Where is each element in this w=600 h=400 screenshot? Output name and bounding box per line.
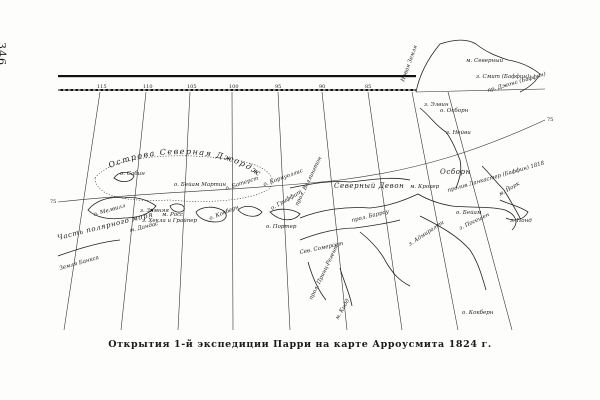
place-label: м. Кидд [335, 298, 352, 321]
parallel-line [57, 119, 546, 203]
bathurst-island-coast [195, 206, 227, 223]
map-caption: Открытия 1-й экспедиции Парри на карте А… [108, 339, 492, 350]
north-devon-north-coast [289, 177, 411, 189]
banks-land-coast [57, 239, 121, 257]
place-label: м. Росс [162, 212, 183, 218]
place-label: м. Крокер [410, 184, 440, 190]
meridian-line [321, 91, 348, 331]
place-label: о. Бейам Мартин [174, 182, 226, 188]
meridian-label: 95 [275, 84, 281, 90]
parallel-label: 75 [50, 199, 56, 205]
north-devon-south-coast [299, 193, 517, 231]
meridian-label: 100 [229, 84, 239, 90]
cape-york-coast [499, 199, 529, 221]
place-label: Новая Земля [400, 44, 419, 83]
greenland-north-coast [415, 39, 541, 93]
region-label-banks-land: Земля Банкса [59, 255, 100, 272]
place-label: з. Элвин [424, 102, 449, 108]
place-label: з. Хекла и Грайпер [142, 218, 198, 224]
meridians [63, 91, 513, 331]
place-label: о. Батерст [225, 176, 260, 192]
place-label: з. Смит (Баффин) [476, 73, 529, 80]
sabine-island-coast [113, 172, 135, 182]
meridian-label: 115 [97, 84, 107, 90]
baffin-bay-east-coast [481, 165, 521, 219]
meridian-label: 90 [319, 84, 325, 90]
meridian-line [231, 91, 234, 331]
baffin-north-coast [419, 215, 487, 291]
north-somerset-coast [359, 231, 411, 287]
map-frame-right-line [415, 88, 546, 93]
place-label: о. Кокберн [462, 309, 494, 316]
place-label: прол. Барроу [351, 209, 390, 224]
place-label: з. Понд [510, 218, 532, 224]
meridian-line [447, 91, 513, 331]
meridian-line [177, 91, 191, 331]
map-frame-top-bar [58, 75, 416, 78]
place-label: прол. Веллингтон [294, 156, 323, 207]
place-label: о. Мелвилл [93, 203, 127, 218]
place-label: м. Северный [466, 58, 504, 64]
north-georgia-outline [94, 155, 273, 202]
place-label: о. Сабин [120, 170, 145, 177]
meridian-labels: 115 110 105 100 95 90 85 [97, 84, 371, 90]
baffin-bay-west-coast [419, 107, 462, 189]
place-label: з. Адмиралти [408, 219, 446, 247]
meridian-line [367, 91, 403, 331]
place-label: Северный Девон [334, 182, 404, 190]
meridian-label: 110 [143, 84, 153, 90]
place-label: з. Нейви [446, 130, 471, 136]
meridian-line [120, 91, 147, 331]
cornwallis-coast [237, 206, 263, 217]
prince-regent-inlet-coast [307, 261, 353, 307]
meridian-label: 85 [365, 84, 371, 90]
meridian-line [411, 91, 459, 331]
place-label: м. Йорк [497, 179, 522, 198]
winter-harbour-marker [150, 208, 154, 212]
melville-island-coast [87, 197, 157, 220]
byam-martin-coast [169, 203, 185, 213]
parallel-label: 75 [547, 117, 553, 123]
meridian-line [277, 91, 291, 331]
place-label: о. Бейам [456, 210, 482, 216]
meridian-line [63, 91, 101, 331]
place-label: з. Зимняя [140, 208, 169, 214]
barrow-strait-coast [299, 219, 401, 241]
place-label: пролив Ланкастер (Баффин) 1818 [447, 159, 546, 194]
griffith-coast [269, 208, 301, 221]
place-label: о. Осборн [440, 107, 469, 114]
place-label: Осборн [440, 168, 471, 176]
place-label: о. Портер [266, 224, 297, 230]
meridian-label: 105 [187, 84, 197, 90]
